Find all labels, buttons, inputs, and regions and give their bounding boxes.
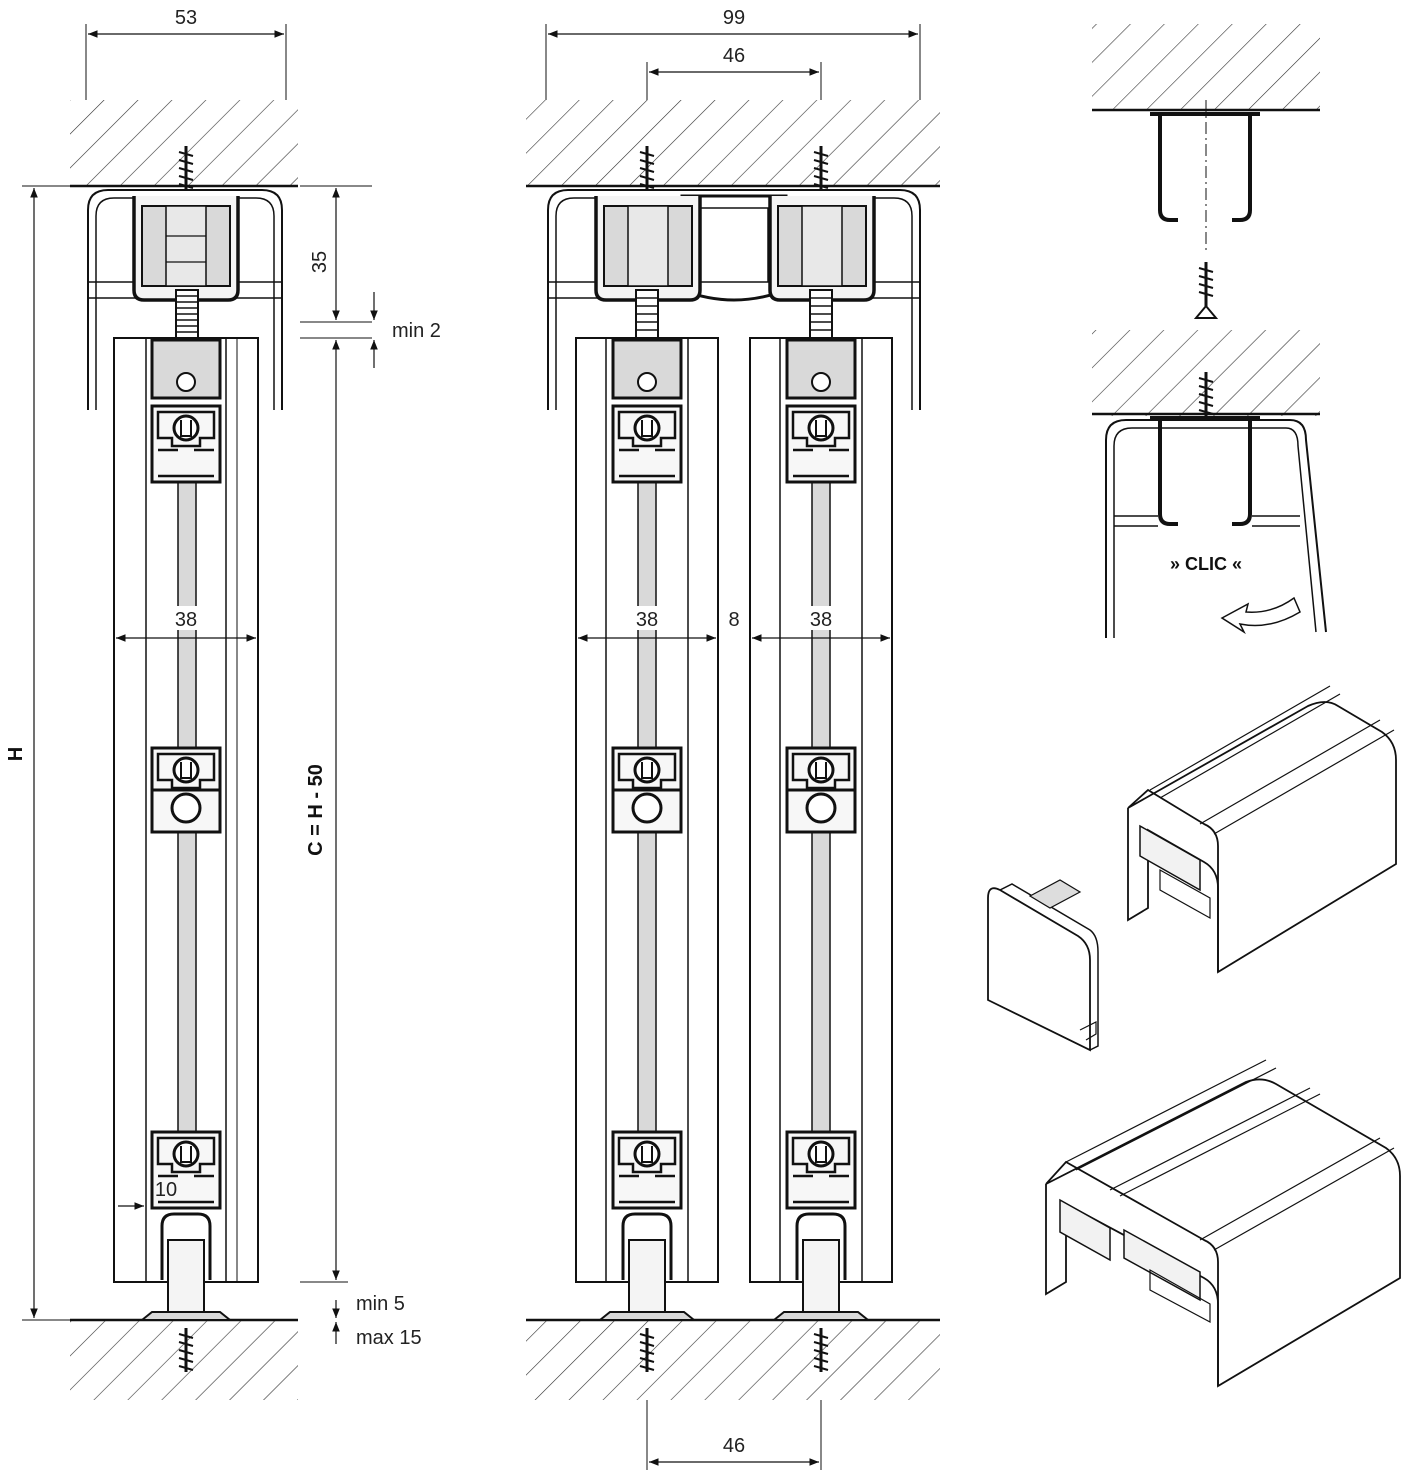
dim-min-2: min 2 xyxy=(392,320,441,342)
double-track-profile-isometric xyxy=(1045,1059,1401,1388)
dim-53: 53 xyxy=(175,7,197,29)
single-track-profile-isometric xyxy=(1127,685,1397,974)
rotate-arrow-icon xyxy=(1220,596,1301,635)
dim-8: 8 xyxy=(728,609,739,631)
ceiling-hatch xyxy=(70,100,298,186)
end-cap-isometric xyxy=(987,879,1099,1052)
dim-46-top: 46 xyxy=(723,45,745,67)
dim-min-5: min 5 xyxy=(356,1293,405,1315)
clic-label: » CLIC « xyxy=(1170,554,1242,574)
floor-hatch-mid xyxy=(526,1320,940,1400)
ceiling-hatch-mid xyxy=(526,100,940,186)
dim-H: H xyxy=(5,747,27,761)
dim-38-mid-b: 38 xyxy=(810,609,832,631)
dim-c-formula: C = H - 50 xyxy=(305,764,327,856)
dim-38-mid-a: 38 xyxy=(636,609,658,631)
dim-max-15: max 15 xyxy=(356,1327,422,1349)
double-track-section-view: 99 46 38 8 38 46 xyxy=(526,7,940,1470)
dim-10: 10 xyxy=(155,1179,177,1201)
dim-46-bottom: 46 xyxy=(723,1435,745,1457)
clip-mounting-detail: » CLIC « xyxy=(1092,24,1327,638)
dim-35: 35 xyxy=(309,251,331,273)
single-track-section-view: 53 H 35 min 2 C = H - 50 38 10 min 5 max… xyxy=(5,7,441,1400)
dim-38-left: 38 xyxy=(175,609,197,631)
dim-99: 99 xyxy=(723,7,745,29)
